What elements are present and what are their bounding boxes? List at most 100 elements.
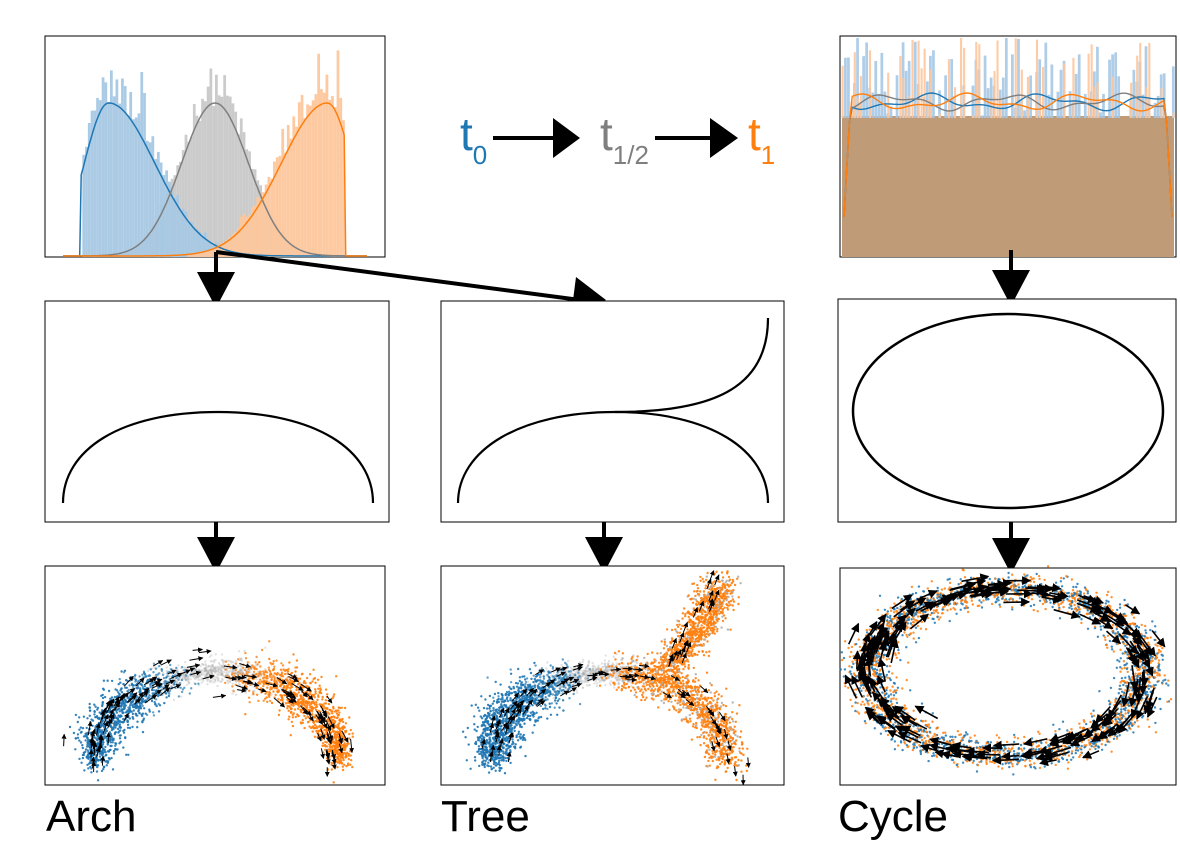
scatter-point xyxy=(517,732,520,736)
scatter-point xyxy=(143,671,146,675)
histogram-bar xyxy=(853,52,856,118)
scatter-point xyxy=(255,655,259,658)
scatter-point xyxy=(81,744,84,747)
scatter-point xyxy=(347,757,350,761)
scatter-point xyxy=(537,699,540,702)
histogram-bar xyxy=(1130,82,1133,118)
scatter-point xyxy=(497,739,500,742)
histogram-bar xyxy=(93,110,97,257)
scatter-point xyxy=(78,716,81,719)
scatter-point xyxy=(126,723,130,726)
histogram-bar xyxy=(342,120,345,257)
histogram-bar xyxy=(248,151,251,257)
scatter-point xyxy=(600,679,603,682)
scatter-point xyxy=(298,681,301,685)
scatter-point xyxy=(515,685,519,688)
scatter-point xyxy=(259,682,262,685)
scatter-point xyxy=(317,729,320,733)
scatter-point xyxy=(314,692,317,695)
histogram-bar xyxy=(862,56,865,118)
histogram-bar xyxy=(336,50,340,257)
scatter-point xyxy=(305,676,309,680)
histogram-bar xyxy=(286,124,290,257)
histogram-bar xyxy=(192,103,196,257)
scatter-point xyxy=(88,706,92,709)
scatter-point xyxy=(700,690,704,694)
scatter-point xyxy=(101,748,105,751)
histogram-bar xyxy=(1108,59,1111,118)
scatter-point xyxy=(113,716,116,719)
scatter-point xyxy=(297,698,300,702)
histogram-bar xyxy=(899,55,902,118)
scatter-point xyxy=(226,679,229,683)
scatter-point xyxy=(584,670,587,673)
scatter-point xyxy=(602,678,605,682)
scatter-point xyxy=(101,696,105,700)
histogram-bar xyxy=(1038,97,1042,118)
scatter-point xyxy=(480,743,483,746)
scatter-point xyxy=(465,759,468,762)
scatter-point xyxy=(317,687,320,690)
scatter-point xyxy=(630,684,633,688)
scatter-point xyxy=(102,679,106,682)
histogram-bar xyxy=(203,251,207,257)
histogram-bar xyxy=(137,113,141,257)
histogram-bar xyxy=(1014,38,1017,118)
legend-t0: t0 xyxy=(460,108,487,170)
scatter-point xyxy=(183,677,186,681)
histogram-bar xyxy=(911,39,914,118)
histogram-bar xyxy=(270,178,274,257)
histogram-bar xyxy=(880,52,884,118)
scatter-point xyxy=(289,708,293,711)
scatter-point xyxy=(270,676,274,679)
histogram-bar xyxy=(140,71,144,258)
scatter-point xyxy=(596,682,599,685)
histogram-bar xyxy=(1090,44,1093,118)
scatter-point xyxy=(543,703,547,706)
scatter-point xyxy=(248,701,251,704)
scatter-point xyxy=(546,707,549,711)
scatter-point xyxy=(225,669,229,672)
scatter-point xyxy=(507,690,511,693)
histogram-bar xyxy=(82,154,86,257)
scatter-point xyxy=(518,696,521,699)
scatter-point xyxy=(583,672,586,676)
scatter-point xyxy=(613,686,616,689)
scatter-point xyxy=(228,680,231,683)
scatter-point xyxy=(132,717,135,720)
kde-line xyxy=(63,102,367,257)
scatter-point xyxy=(487,741,490,744)
histogram-bar xyxy=(297,102,301,257)
scatter-point xyxy=(321,698,324,701)
scatter-point xyxy=(569,666,573,669)
scatter-point xyxy=(581,686,584,689)
scatter-point xyxy=(335,716,339,720)
time-legend: t0 t1/2 t1 xyxy=(460,108,775,170)
scatter-point xyxy=(535,719,538,722)
scatter-point xyxy=(336,723,339,726)
scatter-point xyxy=(501,755,504,758)
scatter-point xyxy=(260,691,263,694)
scatter-point xyxy=(307,708,311,712)
scatter-point xyxy=(86,717,89,720)
scatter-point xyxy=(106,750,110,753)
scatter-point xyxy=(290,671,294,675)
histogram-bar xyxy=(206,86,210,257)
scatter-point xyxy=(212,667,215,671)
scatter-point xyxy=(303,726,306,730)
scatter-point xyxy=(96,706,100,710)
scatter-point xyxy=(470,704,473,707)
scatter-point xyxy=(539,704,542,708)
scatter-point xyxy=(313,723,317,726)
histogram-bar xyxy=(978,44,981,118)
histogram-uniform-panel xyxy=(839,35,1177,258)
scatter-point xyxy=(221,678,225,681)
scatter-point xyxy=(565,669,568,672)
histogram-bar xyxy=(1162,73,1166,118)
scatter-point xyxy=(335,739,338,743)
scatter-point xyxy=(331,712,334,715)
scatter-point xyxy=(244,651,247,655)
scatter-point xyxy=(239,659,242,662)
scatter-point xyxy=(524,754,527,758)
scatter-point xyxy=(149,685,152,689)
